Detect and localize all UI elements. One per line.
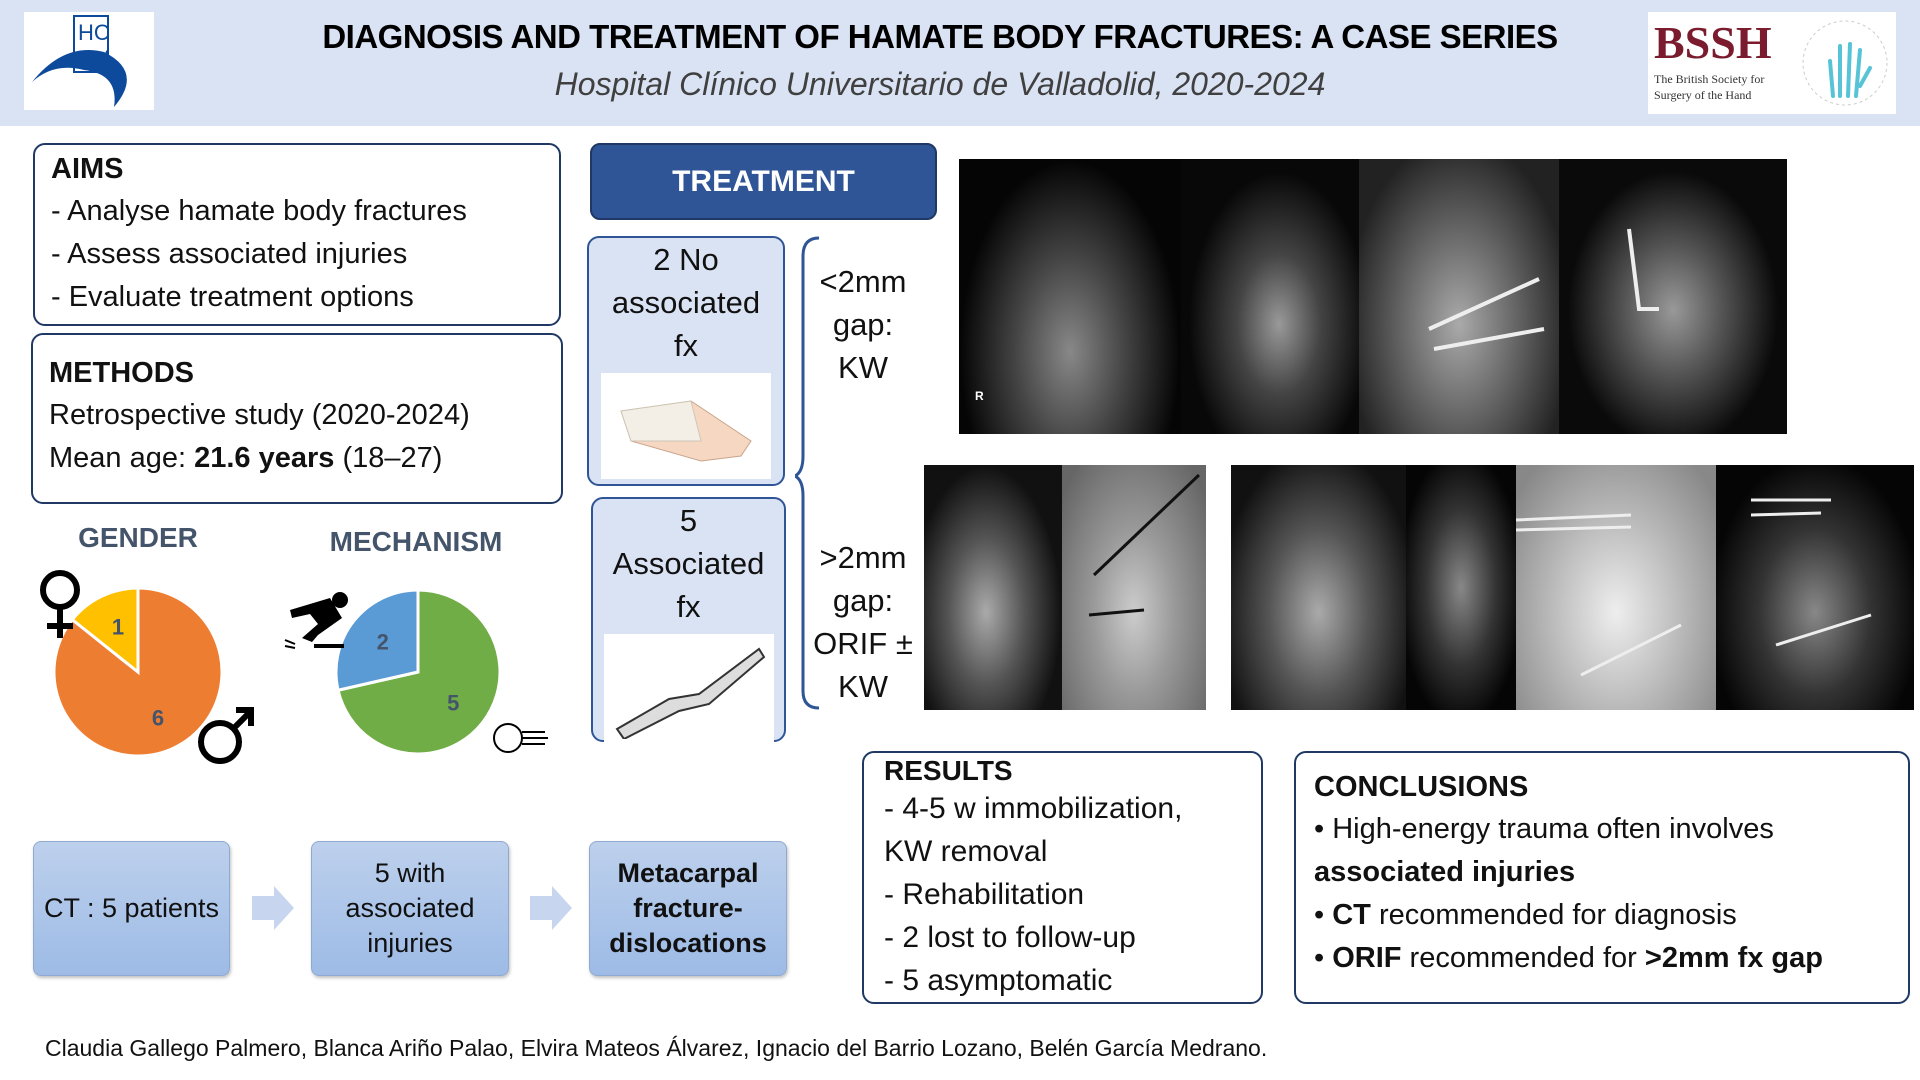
xray-image xyxy=(1181,159,1359,434)
large-gap-label: >2mm gap: ORIF ± KW xyxy=(808,536,918,708)
flow-step-associated: 5 with associated injuries xyxy=(311,841,509,976)
xray-image xyxy=(1516,465,1716,710)
methods-study: Retrospective study (2020-2024) xyxy=(49,399,470,431)
brace-icon xyxy=(795,236,820,710)
ct-image xyxy=(924,465,1062,710)
pie-data-label: 5 xyxy=(447,691,459,716)
gap-line: gap: xyxy=(832,583,894,618)
xray-panel-orif xyxy=(1231,465,1914,710)
bssh-logo-text: BSSH xyxy=(1654,17,1772,68)
box-label: 2 No xyxy=(653,242,719,277)
text: recommended for diagnosis xyxy=(1370,899,1737,931)
gap-line: <2mm xyxy=(819,264,907,299)
fall-icon xyxy=(284,592,348,649)
conclusion-item: • ORIF recommended for >2mm fx gap xyxy=(1314,937,1890,980)
no-associated-fx-box: 2 No associated fx xyxy=(587,236,785,486)
age-range: (18–27) xyxy=(334,442,443,474)
secm-hand-logo xyxy=(1802,20,1888,106)
xray-image xyxy=(1716,465,1914,710)
gap-line: >2mm xyxy=(819,540,907,575)
conclusions-box: CONCLUSIONS • High-energy trauma often i… xyxy=(1294,751,1910,1004)
fixation-plate-image xyxy=(603,634,774,744)
gender-chart-title: GENDER xyxy=(78,522,198,553)
pie-slice-female xyxy=(70,586,140,676)
male-icon xyxy=(198,707,254,764)
xray-image xyxy=(1062,465,1206,710)
small-gap-label: <2mm gap: KW xyxy=(808,260,918,389)
fist-icon xyxy=(493,723,548,753)
box-label: fx xyxy=(673,328,699,363)
gap-line: KW xyxy=(838,669,888,704)
aims-box: AIMS - Analyse hamate body fractures - A… xyxy=(33,143,561,326)
results-item: - 5 asymptomatic xyxy=(884,964,1113,997)
arrow-right-icon xyxy=(252,886,294,930)
box-label: Associated xyxy=(612,546,765,581)
results-item: KW removal xyxy=(884,835,1048,868)
emphasis: CT xyxy=(1332,899,1371,931)
results-item: - 4-5 w immobilization, xyxy=(884,792,1183,825)
aims-heading: AIMS xyxy=(51,153,124,185)
gap-line: KW xyxy=(838,350,888,385)
age-label: Mean age: xyxy=(49,442,195,474)
aims-item: - Assess associated injuries xyxy=(51,238,408,270)
flow-step-ct: CT : 5 patients xyxy=(33,841,230,976)
bullet: • xyxy=(1314,942,1333,974)
header-banner xyxy=(0,0,1920,126)
results-item: - 2 lost to follow-up xyxy=(884,921,1136,954)
xray-image xyxy=(1406,465,1516,710)
xray-side-marker: R xyxy=(975,389,984,403)
authors-footer: Claudia Gallego Palmero, Blanca Ariño Pa… xyxy=(45,1035,1268,1061)
gap-line: ORIF ± xyxy=(813,626,913,661)
aims-item: - Analyse hamate body fractures xyxy=(51,195,467,227)
conclusion-item: • CT recommended for diagnosis xyxy=(1314,894,1890,937)
pie-data-label: 1 xyxy=(112,615,124,640)
results-box: RESULTS - 4-5 w immobilization, KW remov… xyxy=(862,751,1263,1004)
results-heading: RESULTS xyxy=(884,755,1013,786)
xray-image xyxy=(1559,159,1787,434)
conclusion-item: • High-energy trauma often involves xyxy=(1314,813,1774,845)
pie-data-label: 2 xyxy=(377,629,389,654)
bssh-caption: The British Society for xyxy=(1654,72,1765,86)
bssh-secm-logo: BSSH The British Society for Surgery of … xyxy=(1648,12,1896,114)
pie-slice-fall xyxy=(334,588,420,693)
poster-subtitle: Hospital Clínico Universitario de Vallad… xyxy=(554,66,1326,102)
svg-text:HC: HC xyxy=(78,20,110,45)
conclusions-heading: CONCLUSIONS xyxy=(1314,771,1529,803)
pie-data-label: 6 xyxy=(152,705,164,730)
xray-image xyxy=(959,159,1181,434)
bullet: • xyxy=(1314,899,1333,931)
aims-item: - Evaluate treatment options xyxy=(51,281,414,313)
methods-age: Mean age: 21.6 years (18–27) xyxy=(49,437,545,480)
xray-panel-kw: R xyxy=(959,159,1787,434)
emphasis: ORIF xyxy=(1332,942,1402,974)
results-item: - Rehabilitation xyxy=(884,878,1085,911)
xray-image xyxy=(1359,159,1559,434)
xray-image xyxy=(1231,465,1406,710)
bandaged-hand-image xyxy=(601,373,771,479)
box-label: associated xyxy=(611,285,761,320)
emphasis: >2mm fx gap xyxy=(1644,942,1823,974)
text: recommended for xyxy=(1401,942,1645,974)
svg-text:UV: UV xyxy=(78,46,109,71)
xray-panel-orif-ct xyxy=(924,465,1206,710)
mechanism-chart-title: MECHANISM xyxy=(329,526,503,557)
box-label: 5 xyxy=(679,503,698,538)
female-icon xyxy=(40,570,80,638)
age-value: 21.6 years xyxy=(194,442,335,474)
methods-heading: METHODS xyxy=(49,357,194,389)
bssh-caption: Surgery of the Hand xyxy=(1654,88,1752,102)
associated-fx-box: 5 Associated fx xyxy=(591,497,786,744)
arrow-right-icon xyxy=(530,886,572,930)
box-label: fx xyxy=(676,589,701,624)
flow-step-metacarpal: Metacarpal fracture-dislocations xyxy=(589,841,787,976)
poster-title: DIAGNOSIS AND TREATMENT OF HAMATE BODY F… xyxy=(322,18,1558,55)
methods-box: METHODS Retrospective study (2020-2024) … xyxy=(31,333,563,504)
gap-line: gap: xyxy=(832,307,894,342)
conclusion-item: associated injuries xyxy=(1314,856,1576,888)
treatment-heading: TREATMENT xyxy=(590,143,937,220)
